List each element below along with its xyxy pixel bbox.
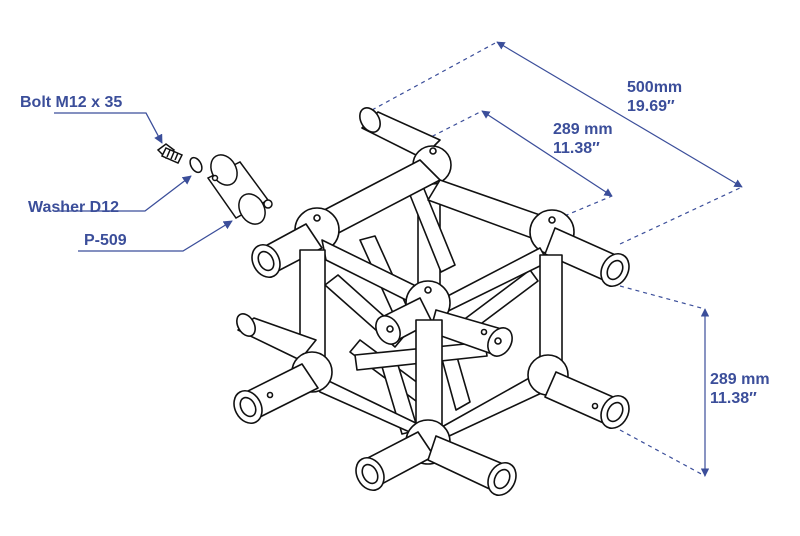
- truss-structure: [233, 107, 630, 497]
- height-metric: 289 mm: [710, 371, 770, 388]
- width-metric: 289 mm: [553, 121, 613, 138]
- bolt-icon: [156, 143, 184, 164]
- hardware-parts: [156, 143, 273, 225]
- width-dimension-label: 289 mm 11.38″: [553, 120, 613, 158]
- height-dimension-label: 289 mm 11.38″: [710, 370, 770, 408]
- overall-dimension-line: [496, 41, 743, 188]
- callout-leaders: [54, 112, 233, 252]
- bolt-callout-label: Bolt M12 x 35: [20, 94, 123, 111]
- spigot-icon: [206, 154, 273, 225]
- overall-imperial: 19.69″: [627, 98, 675, 115]
- washer-callout-label: Washer D12: [28, 199, 119, 216]
- width-imperial: 11.38″: [553, 140, 600, 157]
- part-callout-label: P-509: [84, 232, 127, 249]
- washer-icon: [189, 156, 203, 174]
- overall-dimension-label: 500mm 19.69″: [627, 78, 682, 116]
- overall-metric: 500mm: [627, 79, 683, 96]
- height-imperial: 11.38″: [710, 390, 757, 407]
- width-dimension-line: [481, 110, 613, 197]
